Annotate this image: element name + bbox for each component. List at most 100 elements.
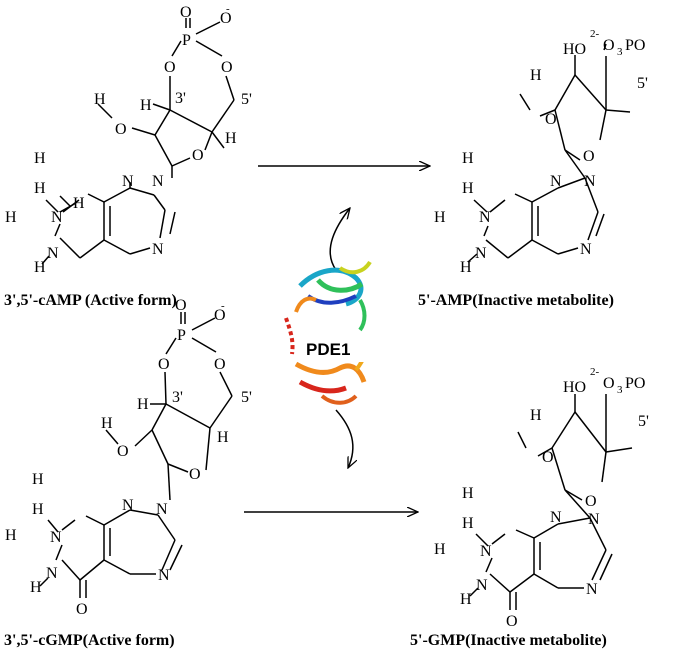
cgmp-structure — [39, 312, 233, 598]
amp-n9: N — [584, 173, 596, 190]
cgmp-o-left: O — [158, 356, 170, 373]
gmp-h-c: H — [434, 541, 446, 558]
enzyme-arrow-down — [335, 409, 353, 468]
amp-charge: 2- — [590, 28, 600, 40]
amp-o3: O — [603, 37, 615, 54]
camp-o-left: O — [164, 59, 176, 76]
cgmp-h-b: H — [32, 501, 44, 518]
camp-5-prime: 5' — [241, 91, 252, 108]
gmp-atom-labels: HO 2- O 3 PO 5' H O O N N H H N H N H N … — [434, 366, 649, 630]
gmp-h-a: H — [462, 485, 474, 502]
amp-h-a: H — [462, 150, 474, 167]
gmp-caption: 5'-GMP(Inactive metabolite) — [410, 632, 607, 649]
cgmp-n7: N — [158, 567, 170, 584]
camp-minus: - — [226, 3, 230, 15]
camp-o-ring: O — [192, 147, 204, 164]
camp-structure — [41, 18, 235, 265]
cgmp-n9: N — [156, 501, 168, 518]
cgmp-minus: - — [221, 300, 225, 312]
gmp-5-prime: 5' — [638, 413, 649, 430]
gmp-h-e: H — [460, 591, 472, 608]
cgmp-o-right: O — [214, 356, 226, 373]
gmp-o-carbonyl: O — [506, 613, 518, 630]
cgmp-h-oh: H — [101, 415, 113, 432]
cgmp-atom-labels: O O - P O O H 3' 5' H O H O N N H H N H … — [5, 297, 252, 618]
camp-caption: 3',5'-cAMP (Active form) — [4, 292, 177, 309]
camp-o-right: O — [221, 59, 233, 76]
cgmp-n3: N — [122, 497, 134, 514]
amp-structure — [467, 43, 631, 263]
camp-3-prime: 3' — [175, 90, 186, 107]
amp-h-oh: H — [530, 67, 542, 84]
gmp-o3: O — [603, 375, 615, 392]
amp-ho: HO — [563, 41, 586, 58]
cgmp-o-ring: O — [189, 466, 201, 483]
camp-h-b: H — [34, 180, 46, 197]
amp-o-hydroxyl: O — [545, 111, 557, 128]
gmp-h-b: H — [462, 515, 474, 532]
amp-n7: N — [580, 241, 592, 258]
cgmp-p: P — [177, 327, 186, 344]
amp-n3: N — [550, 173, 562, 190]
pde1-label-background — [301, 334, 369, 362]
camp-h-4: H — [225, 130, 237, 147]
camp-n3: N — [122, 173, 134, 190]
cgmp-h-a: H — [32, 471, 44, 488]
camp-h-a: H — [34, 150, 46, 167]
cgmp-o-minus: O — [214, 307, 226, 324]
cgmp-n1: N — [46, 565, 58, 582]
gmp-structure — [469, 394, 633, 610]
camp-n7: N — [152, 241, 164, 258]
pde1-protein-structure — [284, 260, 372, 405]
cgmp-h-3: H — [137, 396, 149, 413]
amp-three: 3 — [617, 46, 623, 58]
cgmp-h-e: H — [30, 579, 42, 596]
cgmp-o-hydroxyl: O — [117, 443, 129, 460]
gmp-charge: 2- — [590, 366, 600, 378]
gmp-n3: N — [550, 509, 562, 526]
camp-o-minus: O — [220, 10, 232, 27]
camp-n1: N — [47, 245, 59, 262]
cgmp-o-carbonyl: O — [76, 601, 88, 618]
gmp-h-oh: H — [530, 407, 542, 424]
gmp-n9: N — [588, 511, 600, 528]
camp-n-amine: N — [51, 209, 63, 226]
amp-n-amine: N — [479, 209, 491, 226]
camp-p: P — [182, 32, 191, 49]
gmp-o-hydroxyl: O — [542, 449, 554, 466]
amp-5-prime: 5' — [637, 75, 648, 92]
amp-h-b: H — [462, 180, 474, 197]
cgmp-3-prime: 3' — [172, 389, 183, 406]
gmp-ho: HO — [563, 379, 586, 396]
amp-o-ring: O — [583, 148, 595, 165]
camp-h-d: H — [73, 195, 85, 212]
gmp-o-ring: O — [585, 493, 597, 510]
gmp-three: 3 — [617, 384, 623, 396]
camp-o-hydroxyl: O — [115, 121, 127, 138]
amp-po: PO — [625, 37, 645, 54]
amp-atom-labels: HO 2- O 3 PO 5' H O O N N H H N H N H N — [434, 28, 648, 276]
camp-h-e: H — [34, 259, 46, 276]
amp-n1: N — [475, 245, 487, 262]
gmp-n1: N — [476, 577, 488, 594]
enzyme-arrow-up — [329, 208, 350, 271]
camp-o-top: O — [180, 4, 192, 21]
cgmp-h-4: H — [217, 429, 229, 446]
cgmp-caption: 3',5'-cGMP(Active form) — [4, 632, 175, 649]
amp-h-e: H — [460, 259, 472, 276]
cgmp-o-top: O — [175, 297, 187, 314]
amp-h-c: H — [434, 209, 446, 226]
camp-atom-labels: O O - P O O H 3' 5' H O H O N N H H N H … — [5, 3, 252, 276]
camp-h-oh: H — [94, 91, 106, 108]
gmp-po: PO — [625, 375, 645, 392]
camp-h-c: H — [5, 209, 17, 226]
pde1-label: PDE1 — [306, 340, 350, 359]
gmp-n-amine: N — [480, 543, 492, 560]
cgmp-h-c: H — [5, 527, 17, 544]
camp-n9: N — [152, 173, 164, 190]
cgmp-5-prime: 5' — [241, 389, 252, 406]
cgmp-n-amine: N — [50, 529, 62, 546]
camp-h-3: H — [140, 97, 152, 114]
gmp-n7: N — [586, 581, 598, 598]
